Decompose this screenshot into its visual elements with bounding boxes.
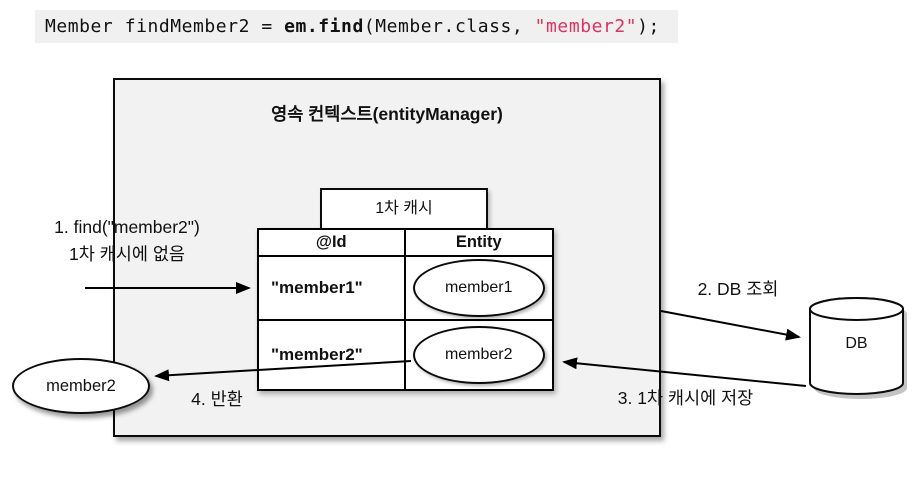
code-method: em.find [284,16,364,37]
step4-label: 4. 반환 [191,389,243,409]
step2-label: 2. DB 조회 [697,279,779,299]
first-level-cache-label: 1차 캐시 [320,188,488,230]
entity-ellipse-member1-label: member1 [444,279,513,296]
cache-table: @Id Entity "member1" member1 "member2" m… [257,228,554,391]
code-mid: (Member.class, [363,16,535,37]
entity-ellipse-member1: member1 [412,259,545,317]
returned-entity-label: member2 [46,376,116,395]
table-header-entity: Entity [405,230,552,257]
table-cell-id-member1: "member1" [259,257,406,321]
db-label: DB [845,335,868,352]
step1-label: 1. find("member2") 1차 캐시에 없음 [16,214,238,268]
table-header-id: @Id [259,230,406,257]
table-cell-entity-member2: member2 [406,321,553,389]
entity-ellipse-member2-label: member2 [444,346,513,363]
step3-label: 3. 1차 캐시에 저장 [617,388,754,408]
code-suffix: ); [637,16,660,37]
arrow-step2-db-query [660,310,801,341]
step1-line2: 1차 캐시에 없음 [68,244,186,264]
step1-line1: 1. find("member2") [54,217,200,237]
persistence-context-title: 영속 컨텍스트(entityManager) [271,104,503,124]
code-snippet: Member findMember2 = em.find(Member.clas… [35,10,678,43]
returned-entity-ellipse: member2 [12,358,150,414]
db-cylinder-top [809,297,904,321]
table-cell-entity-member1: member1 [405,257,552,321]
table-cell-id-member2: "member2" [259,321,406,389]
code-string-literal: "member2" [534,16,638,37]
entity-ellipse-member2: member2 [412,326,545,384]
code-prefix: Member findMember2 = [45,16,285,37]
